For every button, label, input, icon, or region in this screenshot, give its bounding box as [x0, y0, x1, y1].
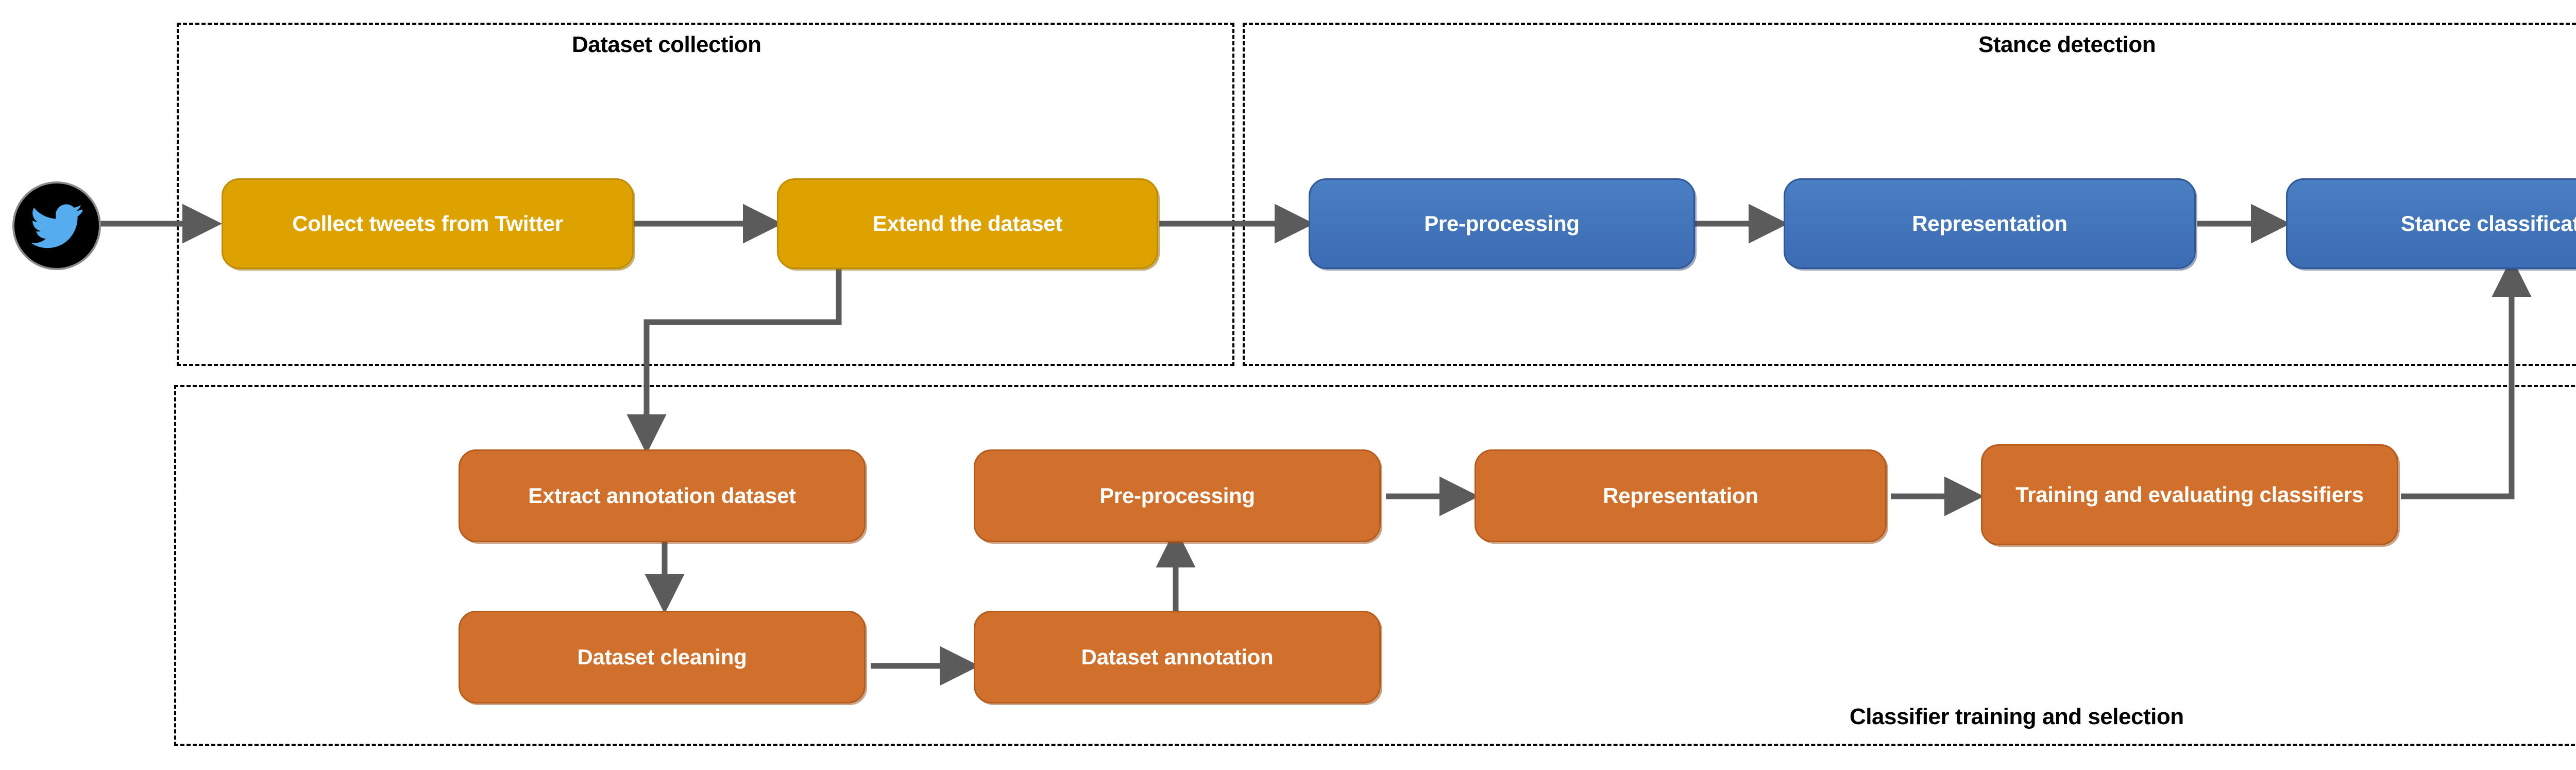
node-extract-annotation-dataset-label: Extract annotation dataset	[528, 483, 796, 508]
group-label-dataset-collection: Dataset collection	[572, 32, 761, 57]
node-ct-preprocessing[interactable]: Pre-processing	[974, 449, 1381, 542]
node-extract-annotation-dataset[interactable]: Extract annotation dataset	[459, 449, 866, 542]
node-dataset-cleaning-label: Dataset cleaning	[577, 644, 747, 669]
node-extend-dataset[interactable]: Extend the dataset	[777, 178, 1158, 269]
node-ct-representation[interactable]: Representation	[1475, 449, 1887, 542]
node-dataset-annotation-label: Dataset annotation	[1081, 644, 1274, 669]
node-sd-preprocessing-label: Pre-processing	[1424, 211, 1580, 236]
node-stance-classification-label: Stance classification	[2400, 211, 2576, 236]
arrow-extend-to-extract-annotation	[626, 268, 842, 454]
group-dataset-collection	[177, 23, 1234, 366]
node-extend-dataset-label: Extend the dataset	[872, 211, 1063, 236]
node-training-evaluating-classifiers-label: Training and evaluating classifiers	[2015, 482, 2364, 507]
node-dataset-annotation[interactable]: Dataset annotation	[974, 611, 1381, 704]
node-ct-preprocessing-label: Pre-processing	[1099, 483, 1255, 508]
node-collect-tweets[interactable]: Collect tweets from Twitter	[222, 178, 634, 269]
group-label-classifier-training: Classifier training and selection	[1850, 704, 2184, 729]
node-training-evaluating-classifiers[interactable]: Training and evaluating classifiers	[1981, 444, 2398, 545]
node-dataset-cleaning[interactable]: Dataset cleaning	[459, 611, 866, 704]
twitter-bird-icon	[31, 204, 83, 248]
node-sd-preprocessing[interactable]: Pre-processing	[1309, 178, 1695, 269]
group-stance-detection	[1243, 23, 2576, 366]
node-collect-tweets-label: Collect tweets from Twitter	[292, 211, 563, 236]
arrow-training-to-stance-classification	[2401, 257, 2532, 499]
node-sd-representation-label: Representation	[1912, 211, 2067, 236]
twitter-start-node[interactable]	[12, 181, 101, 270]
group-label-stance-detection: Stance detection	[1978, 32, 2156, 57]
node-sd-representation[interactable]: Representation	[1784, 178, 2196, 269]
node-stance-classification[interactable]: Stance classification	[2286, 178, 2576, 269]
group-classifier-training	[174, 385, 2576, 746]
node-ct-representation-label: Representation	[1603, 483, 1758, 508]
